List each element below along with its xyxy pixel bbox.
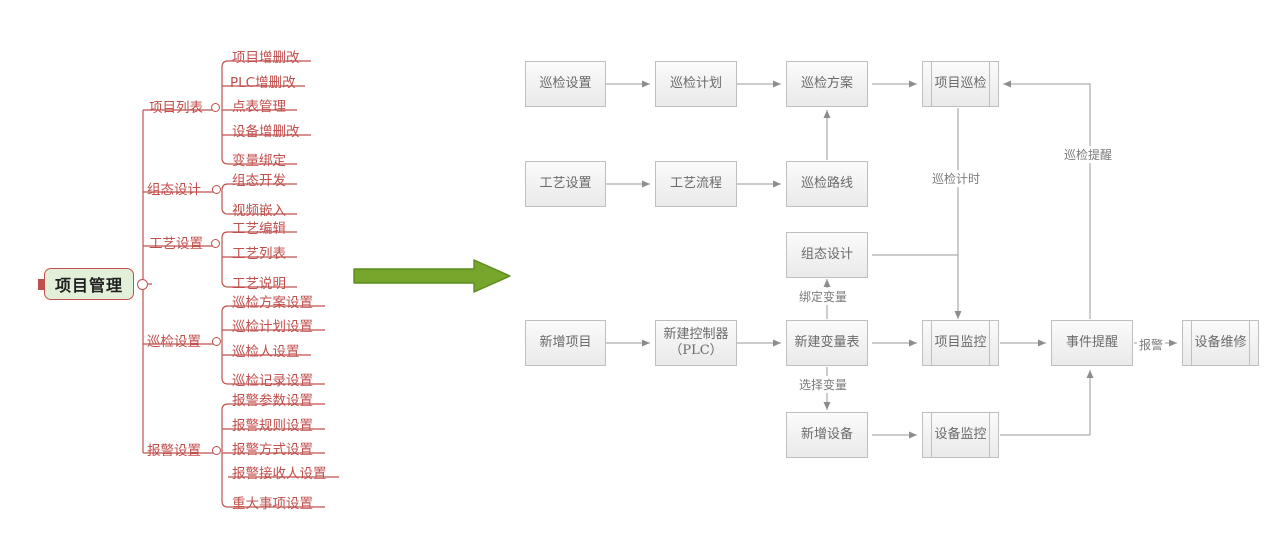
branch-node-3[interactable]: 巡检设置 [147,334,201,350]
root-node-handle[interactable] [38,279,45,290]
leaf-node[interactable]: 巡检方案设置 [232,295,313,311]
leaf-node[interactable]: 视频嵌入 [232,203,286,219]
leaf-node[interactable]: 报警接收人设置 [232,466,327,482]
branch-toggle-4[interactable] [212,446,221,455]
root-collapse-toggle[interactable] [137,279,148,290]
green-right-arrow-icon [353,259,511,293]
leaf-node[interactable]: 巡检计划设置 [232,319,313,335]
branch-toggle-2[interactable] [211,239,220,248]
flow-node-label: 设备维修 [1194,334,1247,350]
flow-node-shebei-weixiu[interactable]: 设备维修 [1182,320,1259,366]
leaf-node[interactable]: 巡检记录设置 [232,373,313,389]
flow-node-label: 新建变量表 [794,334,860,350]
flow-node-xinjian-bianliangbiao[interactable]: 新建变量表 [786,320,868,366]
flow-node-gongyi-shezhi[interactable]: 工艺设置 [525,161,606,207]
leaf-node[interactable]: 巡检人设置 [232,344,300,360]
edge-label-baojing: 报警 [1137,336,1166,353]
mindmap-root-node[interactable]: 项目管理 [44,268,134,300]
leaf-node[interactable]: PLC增删改 [230,75,296,91]
flow-node-xunjian-fangan[interactable]: 巡检方案 [786,61,868,107]
leaf-node[interactable]: 项目增删改 [232,50,300,66]
leaf-node[interactable]: 报警参数设置 [232,393,313,409]
flow-node-label-line2: （PLC） [669,343,723,358]
flow-node-label: 项目监控 [934,334,987,350]
branch-node-1[interactable]: 组态设计 [147,182,201,198]
flow-node-gongyi-liucheng[interactable]: 工艺流程 [655,161,737,207]
branch-node-0[interactable]: 项目列表 [149,100,203,116]
flow-node-label: 巡检路线 [800,175,853,191]
flow-node-label: 事件提醒 [1065,334,1118,350]
flow-node-xinjian-kongzhiqi[interactable]: 新建控制器 （PLC） [655,320,737,366]
branch-toggle-0[interactable] [211,103,220,112]
edge-label-bangding-bianliang: 绑定变量 [797,288,850,305]
branch-node-2[interactable]: 工艺设置 [149,236,203,252]
flow-node-xinzeng-xiangmu[interactable]: 新增项目 [525,320,606,366]
leaf-node[interactable]: 设备增删改 [232,124,300,140]
flow-node-xinzeng-shebei[interactable]: 新增设备 [786,412,868,458]
leaf-node[interactable]: 工艺列表 [232,246,286,262]
flow-node-label: 新增项目 [539,334,592,350]
flow-node-label: 设备监控 [934,426,987,442]
flow-node-xunjian-luxian[interactable]: 巡检路线 [786,161,868,207]
flow-node-label: 工艺流程 [669,175,722,191]
flow-node-label: 巡检方案 [800,75,853,91]
branch-toggle-3[interactable] [212,337,221,346]
leaf-node[interactable]: 点表管理 [232,99,286,115]
flow-node-label-line1: 新建控制器 [663,326,729,342]
leaf-node[interactable]: 工艺说明 [232,276,286,292]
edge-label-xuanze-bianliang: 选择变量 [797,376,850,393]
edge-label-xunjian-jishi: 巡检计时 [930,170,983,187]
flow-node-xunjian-jihua[interactable]: 巡检计划 [655,61,737,107]
flow-node-shijian-tixing[interactable]: 事件提醒 [1051,320,1133,366]
root-node-label: 项目管理 [54,276,123,295]
flow-node-label: 项目巡检 [934,75,987,91]
leaf-node[interactable]: 报警规则设置 [232,418,313,434]
flow-node-label: 组态设计 [800,246,853,262]
leaf-node[interactable]: 重大事项设置 [232,496,313,512]
flow-node-xiangmu-jiankong[interactable]: 项目监控 [922,320,999,366]
flow-node-xiangmu-xunjian[interactable]: 项目巡检 [922,61,999,107]
branch-node-4[interactable]: 报警设置 [147,443,201,459]
flow-node-zutai-sheji[interactable]: 组态设计 [786,232,868,278]
flow-node-label: 巡检计划 [669,75,722,91]
branch-toggle-1[interactable] [212,185,221,194]
flow-node-xunjian-shezhi[interactable]: 巡检设置 [525,61,606,107]
leaf-node[interactable]: 报警方式设置 [232,442,313,458]
leaf-node[interactable]: 变量绑定 [232,153,286,169]
flow-node-label: 新增设备 [800,426,853,442]
leaf-node[interactable]: 工艺编辑 [232,221,286,237]
leaf-node[interactable]: 组态开发 [232,173,286,189]
flow-node-label: 工艺设置 [539,175,592,191]
edge-label-xunjian-tixing: 巡检提醒 [1062,146,1115,163]
flow-node-label: 巡检设置 [539,75,592,91]
flow-node-shebei-jiankong[interactable]: 设备监控 [922,412,999,458]
